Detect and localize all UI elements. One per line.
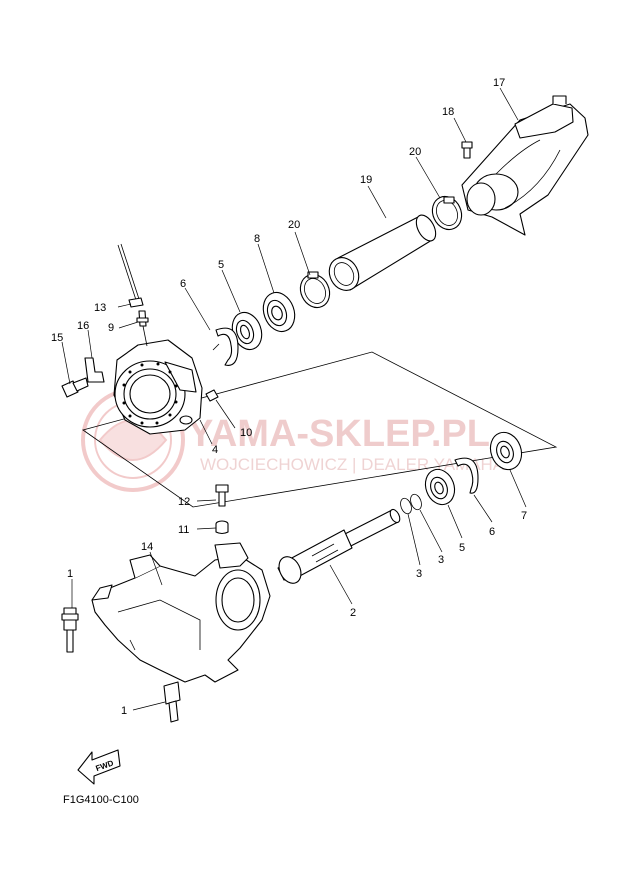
part-12-bolt [215,484,229,507]
assembly-outline [82,351,558,508]
part-3-o-rings [400,493,422,515]
part-1-stud-lower [163,681,181,723]
part-13-hose [117,243,140,301]
callout-11: 11 [178,524,189,536]
part-5-bearing-upper [231,311,263,351]
part-7-seal [489,431,523,471]
callout-9: 9 [108,322,114,334]
watermark-brand: YAMA-SKLEP.PL [188,413,490,455]
callout-17: 17 [493,77,505,89]
part-2-drive-shaft [277,508,401,584]
callout-18: 18 [442,106,454,118]
callout-10: 10 [240,427,252,439]
part-15-bolt [61,377,89,398]
callout-3-b: 3 [416,568,422,580]
part-14-shaft-housing [91,542,271,683]
callout-2: 2 [350,607,356,619]
callout-8: 8 [254,233,260,245]
part-1-stud-left [61,607,79,653]
part-4-bearing-housing [113,339,203,435]
part-6-circlip-upper [212,327,239,366]
part-6-circlip-lower [454,457,479,494]
part-20-hose-clamp-lower [299,271,331,309]
callout-numbers: 17 18 20 19 20 8 5 6 13 9 16 15 10 4 7 6… [51,77,527,717]
callout-19: 19 [360,174,372,186]
part-13-clip [128,297,144,308]
callout-14: 14 [141,541,153,553]
callout-16: 16 [77,320,89,332]
callout-1-lower: 1 [121,705,127,717]
callout-12: 12 [178,496,190,508]
callout-15: 15 [51,332,63,344]
part-8-bearing [262,291,296,333]
diagram-code: F1G4100-C100 [63,794,139,806]
part-19-hose [328,214,437,291]
leader-lines [61,87,527,711]
part-16-plate [84,357,105,383]
callout-4: 4 [212,444,218,456]
callout-5-lower: 5 [459,542,465,554]
part-10-pin [205,389,219,402]
watermark: YAMA-SKLEP.PL WOJCIECHOWICZ | DEALER YAM… [81,388,505,492]
callout-7: 7 [521,510,527,522]
watermark-subtitle: WOJCIECHOWICZ | DEALER YAMAHA [200,455,505,474]
callout-13: 13 [94,302,106,314]
callout-6-lower: 6 [489,526,495,538]
part-9-fitting [136,310,149,347]
callout-6-upper: 6 [180,278,186,290]
callout-20-upper: 20 [409,146,421,158]
part-5-bearing-lower [424,468,456,506]
callout-3-a: 3 [438,554,444,566]
callout-20-lower: 20 [288,219,300,231]
callout-5-upper: 5 [218,259,224,271]
part-11-washer [215,520,229,535]
part-18-bolt [461,141,473,159]
fwd-arrow-icon: FWD [77,749,121,785]
callout-1-upper: 1 [67,568,73,580]
part-17-duct-cover [461,95,589,236]
